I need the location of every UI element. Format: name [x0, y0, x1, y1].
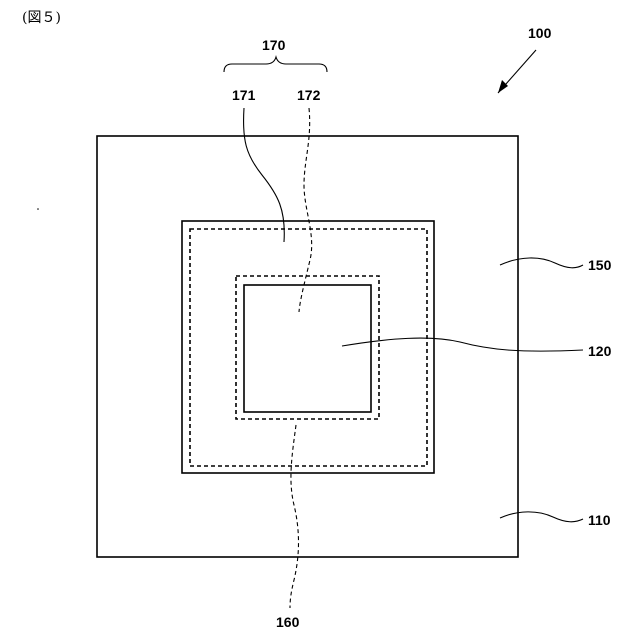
label-170: 170	[262, 37, 286, 53]
label-100: 100	[528, 25, 552, 41]
brace-170	[224, 57, 327, 72]
leader-110	[500, 512, 583, 522]
arrow-100-head	[498, 80, 508, 93]
inner-square-120	[244, 285, 371, 412]
label-150: 150	[588, 257, 612, 273]
leader-172	[299, 108, 312, 312]
leader-171	[244, 108, 285, 242]
outer-square-110	[97, 136, 518, 557]
label-172: 172	[297, 87, 321, 103]
leader-150	[500, 258, 583, 268]
dashed-square-inner	[236, 276, 379, 419]
figure-caption: (図５)	[22, 10, 61, 26]
label-171: 171	[232, 87, 256, 103]
label-120: 120	[588, 343, 612, 359]
label-160: 160	[276, 614, 300, 630]
leader-120	[342, 338, 583, 351]
stray-mark	[37, 208, 39, 210]
middle-square	[182, 221, 434, 473]
leader-160	[290, 425, 299, 608]
label-110: 110	[588, 512, 611, 528]
